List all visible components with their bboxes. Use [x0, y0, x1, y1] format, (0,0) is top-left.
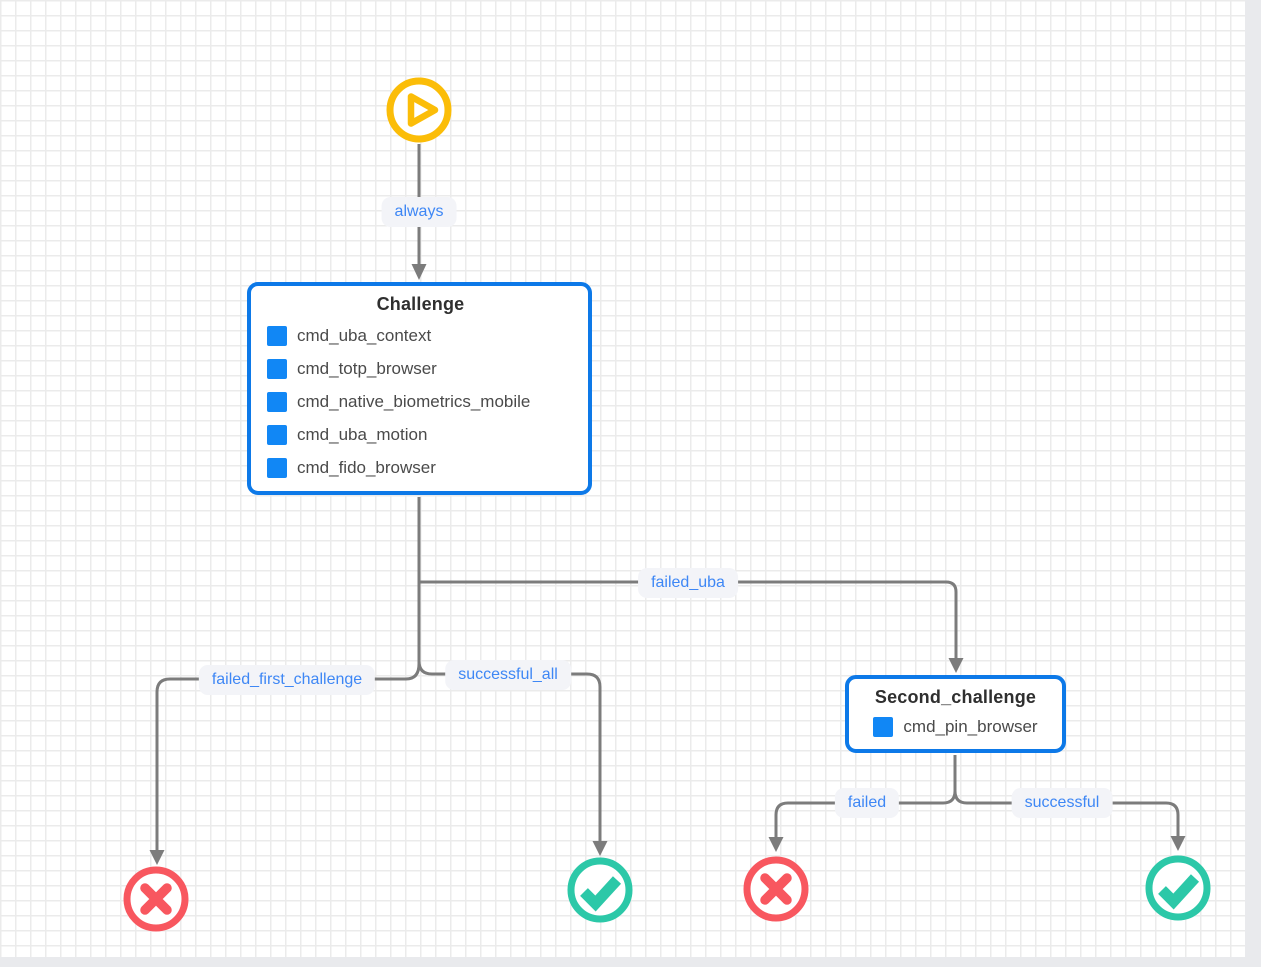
check-icon: [1158, 874, 1200, 910]
node-second-challenge[interactable]: Second_challenge cmd_pin_browser: [845, 675, 1066, 753]
edge-failed[interactable]: [774, 790, 957, 838]
command-label: cmd_pin_browser: [903, 717, 1038, 736]
check-icon: [580, 876, 622, 912]
command-square-icon: [873, 717, 894, 737]
node-challenge[interactable]: Challenge cmd_uba_context cmd_totp_brows…: [247, 282, 592, 495]
edge-label-always[interactable]: always: [381, 197, 457, 227]
command-square-icon: [267, 457, 287, 478]
command-label: cmd_native_biometrics_mobile: [297, 391, 531, 411]
edge-successful[interactable]: [953, 790, 1180, 837]
edge-successful-all[interactable]: [417, 660, 602, 842]
start-icon-play-triangle: [407, 93, 439, 127]
success-circle: [1145, 855, 1211, 921]
edge-always-arrowhead: [411, 264, 427, 280]
edge-failed-first-challenge[interactable]: [155, 663, 421, 851]
node-challenge-item[interactable]: cmd_fido_browser: [267, 451, 574, 484]
start-icon[interactable]: [383, 74, 455, 146]
success-terminal-icon[interactable]: [1142, 852, 1214, 924]
edge-successful-arrowhead: [1170, 836, 1186, 851]
command-label: cmd_uba_motion: [297, 424, 428, 444]
success-terminal-icon[interactable]: [564, 854, 636, 926]
start-icon-circle: [386, 77, 452, 143]
edge-label-successful-all[interactable]: successful_all: [445, 660, 571, 690]
command-square-icon: [267, 424, 287, 445]
node-challenge-item[interactable]: cmd_uba_motion: [267, 418, 574, 451]
x-icon: [760, 873, 792, 905]
edge-label-failed-first-challenge[interactable]: failed_first_challenge: [198, 665, 376, 695]
node-second-challenge-title: Second_challenge: [874, 687, 1037, 707]
flow-canvas[interactable]: Challenge cmd_uba_context cmd_totp_brows…: [0, 0, 1245, 957]
node-challenge-item[interactable]: cmd_totp_browser: [267, 352, 574, 385]
edge-failed-uba-arrowhead: [948, 658, 964, 673]
command-square-icon: [267, 325, 287, 346]
edge-failed-arrowhead: [768, 837, 784, 852]
command-label: cmd_fido_browser: [297, 457, 436, 477]
node-challenge-title: Challenge: [376, 294, 465, 314]
success-circle: [567, 857, 633, 923]
edge-label-failed[interactable]: failed: [834, 788, 900, 818]
command-label: cmd_uba_context: [297, 325, 432, 345]
edge-label-successful[interactable]: successful: [1011, 788, 1113, 818]
node-second-challenge-item[interactable]: cmd_pin_browser: [859, 712, 1052, 742]
node-challenge-item[interactable]: cmd_native_biometrics_mobile: [267, 385, 574, 418]
node-challenge-item[interactable]: cmd_uba_context: [267, 319, 574, 352]
edge-failed-first-challenge-arrowhead: [149, 850, 165, 865]
command-square-icon: [267, 358, 287, 379]
edges-layer: [149, 144, 1186, 865]
edge-successful-all-arrowhead: [592, 841, 608, 856]
edge-failed-uba[interactable]: [419, 580, 958, 659]
failure-terminal-icon[interactable]: [740, 853, 812, 925]
command-label: cmd_totp_browser: [297, 358, 437, 378]
x-icon: [140, 883, 172, 915]
edge-label-failed-uba[interactable]: failed_uba: [638, 568, 738, 598]
command-square-icon: [267, 391, 287, 412]
failure-terminal-icon[interactable]: [120, 863, 192, 935]
